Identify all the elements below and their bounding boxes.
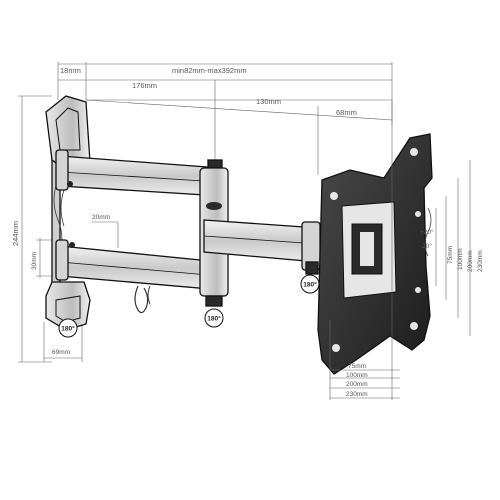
dim-tilt-down: -20° [420,242,432,250]
tv-head-plate [317,133,433,375]
badge-wall-swivel-text: 180° [61,325,75,333]
top-dimension-lines [57,62,393,175]
badge-arm-swivel-text: 180° [207,315,221,323]
cable-clip [134,285,151,314]
dim-tilt-up: +20° [420,228,434,236]
dim-vesa-v-200: 200mm [467,250,474,272]
dim-gap: 20mm [92,214,110,221]
dim-vesa-h-230: 230mm [346,391,368,398]
right-dimension-lines [329,100,471,400]
dim-vesa-h-100: 100mm [346,372,368,379]
badge-arm-swivel: 180° [204,308,224,328]
dim-arm-spacing: 30mm [31,252,38,270]
dim-plate-width: 69mm [52,349,70,356]
dim-head: 68mm [336,108,357,117]
primary-arms [55,149,223,291]
wall-plate [45,95,91,331]
dim-vesa-h-75: 75mm [348,363,366,370]
badge-head-swivel: 180° [300,274,320,294]
dim-vesa-v-100: 100mm [457,248,464,270]
dim-plate-height: 244mm [11,221,20,246]
secondary-arm [203,219,321,275]
badge-wall-swivel: 180° [58,318,78,338]
dim-arm1: 176mm [132,81,157,90]
badge-head-swivel-text: 180° [303,281,317,289]
dim-vesa-v-75: 75mm [447,246,454,264]
dim-vesa-v-230: 230mm [477,250,484,272]
dim-arm-range: min82mm-max392mm [172,66,247,75]
dim-wall-offset: 18mm [60,66,81,75]
dim-arm2: 130mm [256,97,281,106]
dim-vesa-h-200: 200mm [346,381,368,388]
